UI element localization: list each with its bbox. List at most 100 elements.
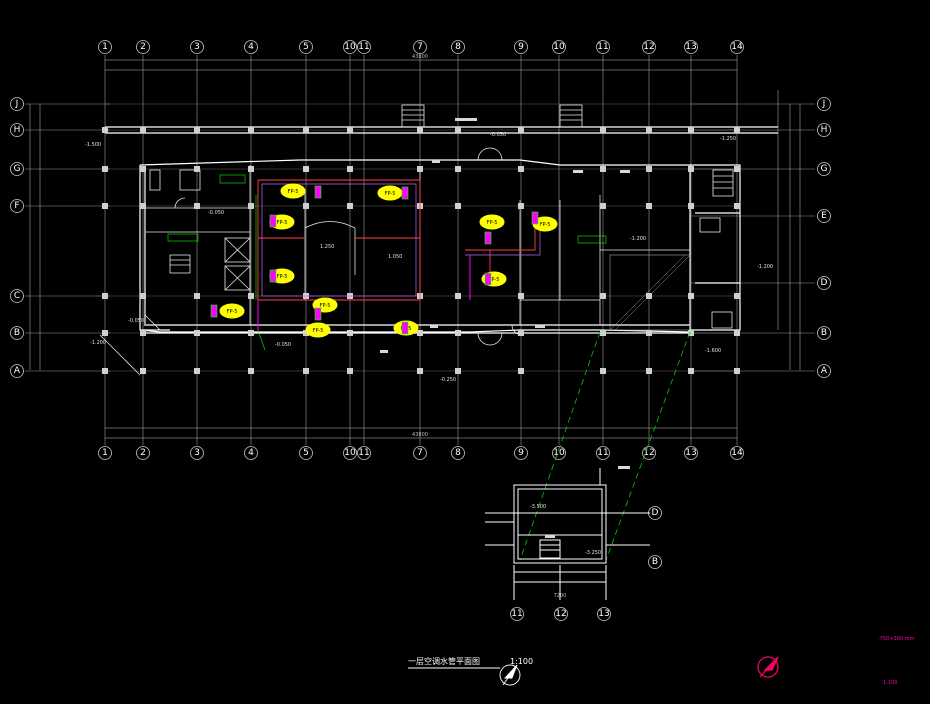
grid-bubble-circle (299, 446, 313, 460)
drawing-title: 一层空调水管平面图 (408, 656, 480, 666)
elevation-e5: -1.200 (630, 236, 646, 242)
elevation-e13: -3.250 (585, 550, 601, 556)
grid-bubble-label: 4 (248, 42, 254, 52)
column (140, 166, 146, 172)
column (646, 293, 652, 299)
grid-bubble-label: G (821, 164, 828, 174)
column (688, 166, 694, 172)
column (518, 330, 524, 336)
terminal-box (269, 214, 277, 228)
grid-bubble-label: D (821, 278, 828, 288)
grid-bubble-circle (642, 446, 656, 460)
grid-bubble-bottom: 3 (190, 446, 204, 460)
grid-bubble-label: B (14, 328, 20, 338)
column (734, 330, 740, 336)
column (140, 368, 146, 374)
grid-bubble-detail-right: D (648, 506, 662, 520)
grid-bubble-circle (451, 446, 465, 460)
grid-bubble-circle (596, 446, 610, 460)
column (417, 127, 423, 133)
chilled-water-return-pipe (261, 183, 541, 297)
drawing-scale: 1:100 (510, 657, 533, 666)
grid-bubble-label: 10 (553, 448, 565, 458)
grid-bubble-label: 3 (194, 42, 200, 52)
grid-bubble-circle (413, 40, 427, 54)
column (688, 368, 694, 374)
grid-bubble-circle (514, 446, 528, 460)
hatched-area (609, 254, 691, 331)
grid-bubble-circle (10, 289, 24, 303)
grid-bubble-label: 5 (303, 448, 309, 458)
column (600, 330, 606, 336)
grid-bubble-circle (817, 364, 831, 378)
column (600, 166, 606, 172)
grid-bubble-label: 11 (597, 42, 608, 52)
detail-leader-lines (519, 331, 691, 561)
column (194, 330, 200, 336)
grid-bubble-circle (648, 555, 662, 569)
grid-bubble-bottom: 7 (413, 446, 427, 460)
detail-width-dimension: 7200 (554, 593, 567, 599)
fan-coil-label: FP-5 (277, 220, 288, 226)
grid-bubble-bottom: 4 (244, 446, 258, 460)
terminal-box (401, 321, 409, 335)
column (248, 127, 254, 133)
green-annotations (167, 174, 607, 351)
grid-bubble-left: A (10, 364, 24, 378)
grid-bubble-circle (730, 446, 744, 460)
elevation-labels: -1.500 -0.050 -1.250 -0.050 -1.200 -1.20… (85, 132, 773, 383)
grid-bubble-circle (552, 40, 566, 54)
grid-bubble-circle (357, 446, 371, 460)
elevation-e1: -1.500 (85, 142, 101, 148)
column (194, 368, 200, 374)
top-dimension-chain (105, 59, 737, 71)
grid-bubble-circle (136, 446, 150, 460)
grid-bubble-label: 14 (731, 448, 743, 458)
grid-bubble-top: 2 (136, 40, 150, 54)
grid-bubble-bottom: 8 (451, 446, 465, 460)
grid-bubble-label: D (652, 508, 659, 518)
grid-bubble-label: E (821, 211, 827, 221)
elevation-e9: -1.200 (90, 340, 106, 346)
fan-coil-label: FP-5 (487, 220, 498, 226)
grid-bubble-label: 11 (358, 42, 369, 52)
terminal-box (210, 304, 218, 318)
elevation-e7: -0.050 (128, 318, 144, 324)
grid-bubble-circle (596, 40, 610, 54)
grid-bubble-circle (98, 40, 112, 54)
grid-bubble-circle (730, 40, 744, 54)
grid-bubble-circle (343, 40, 357, 54)
elevation-e11: -0.250 (440, 377, 456, 383)
grid-bubble-left: F (10, 199, 24, 213)
structural-columns (102, 127, 740, 374)
column (417, 166, 423, 172)
grid-bubble-circle (10, 326, 24, 340)
grid-bubble-circle (98, 446, 112, 460)
grid-bubble-circle (554, 607, 568, 621)
elevation-e14: 1.250 (320, 244, 334, 250)
grid-bubble-circle (514, 40, 528, 54)
grid-bubble-label: 7 (417, 42, 423, 52)
column (347, 203, 353, 209)
detail-plan (485, 468, 650, 600)
column (734, 127, 740, 133)
grid-bubble-label: 12 (643, 42, 654, 52)
column (303, 368, 309, 374)
grid-bubble-label: H (14, 125, 21, 135)
column (417, 330, 423, 336)
grid-bubble-label: 9 (518, 42, 524, 52)
grid-bubble-circle (190, 446, 204, 460)
column (194, 293, 200, 299)
grid-bubble-label: H (821, 125, 828, 135)
grid-bubble-circle (244, 40, 258, 54)
grid-bubble-top: 7 (413, 40, 427, 54)
column (455, 293, 461, 299)
grid-bubble-label: G (14, 164, 21, 174)
grid-bubble-bottom: 11 (357, 446, 371, 460)
grid-bubble-circle (684, 40, 698, 54)
grid-bubble-circle (343, 446, 357, 460)
grid-bubble-detail-bottom: 11 (510, 607, 524, 621)
column (455, 166, 461, 172)
column (347, 368, 353, 374)
column (518, 127, 524, 133)
